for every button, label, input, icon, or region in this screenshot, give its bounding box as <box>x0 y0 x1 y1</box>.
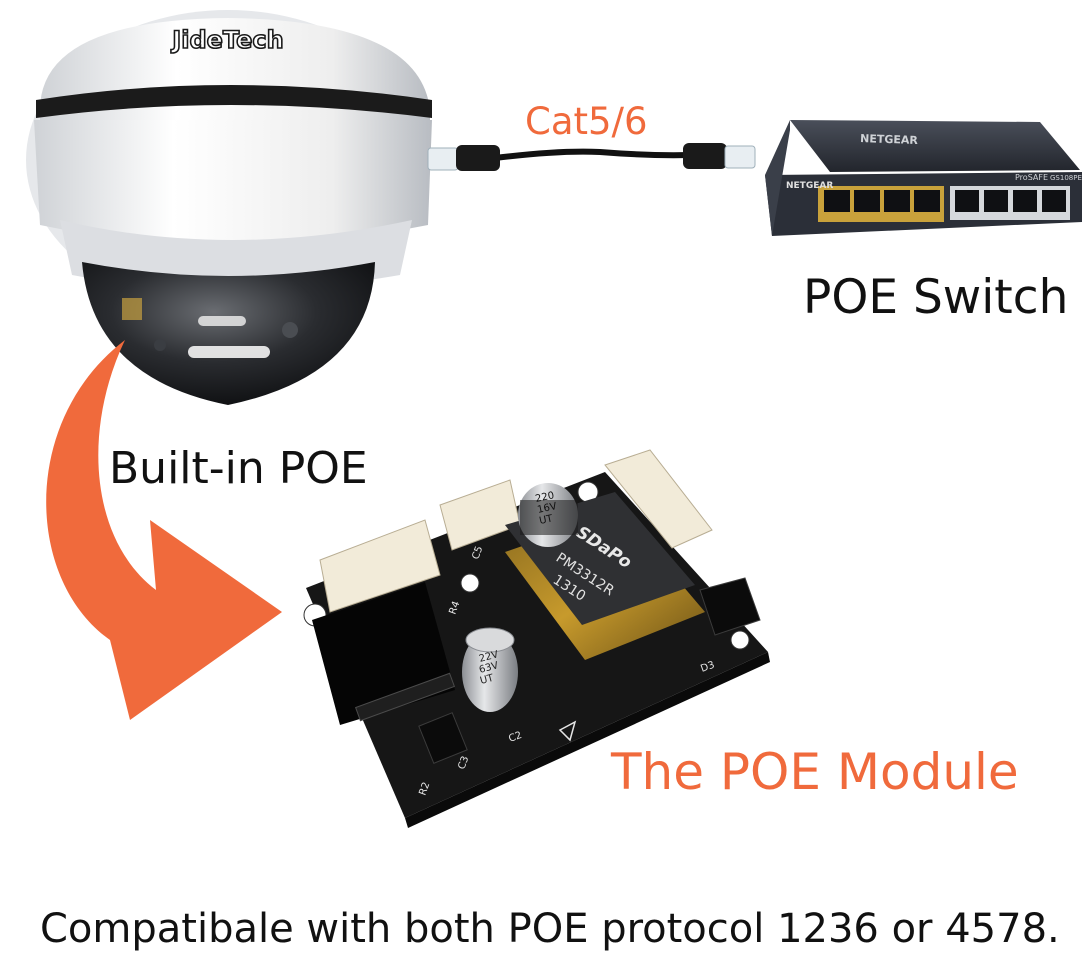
rj45-plug-left <box>427 147 459 171</box>
compatibility-caption: Compatibale with both POE protocol 1236 … <box>40 906 1060 952</box>
switch-port-4 <box>914 190 940 212</box>
cable-label: Cat5/6 <box>525 100 648 143</box>
switch-model: GS108PE <box>1050 174 1082 182</box>
camera-logo: JideTech <box>170 26 283 54</box>
silk-polarity-mark <box>558 720 577 742</box>
camera-band <box>36 85 432 118</box>
silk-c3: C3 <box>456 755 471 771</box>
capacitor-small-top <box>465 627 515 653</box>
pcb-edge <box>405 652 770 828</box>
camera-sensor <box>282 322 298 338</box>
cap-small-line1: 22V <box>478 649 500 665</box>
silk-r4: R4 <box>447 600 462 616</box>
silk-c2: C2 <box>507 730 523 745</box>
silk-r2: R2 <box>417 781 432 797</box>
switch-port-1 <box>824 190 850 212</box>
ir-led-array-upper <box>198 316 246 326</box>
connector-large <box>319 519 441 613</box>
cable-wire <box>494 148 691 161</box>
switch-series: ProSAFE <box>1015 173 1048 182</box>
camera-sensor-small <box>154 339 166 351</box>
connector-side <box>604 449 713 549</box>
builtin-poe-label: Built-in POE <box>109 443 368 494</box>
rj45-boot-left <box>456 145 500 171</box>
mount-hole-3 <box>460 573 480 593</box>
cap-large-line3: UT <box>538 513 554 527</box>
cap-large-line2: 16V <box>536 501 558 516</box>
switch-side <box>765 120 790 236</box>
switch-brand-front: NETGEAR <box>786 181 833 191</box>
switch-port-5 <box>955 190 979 212</box>
poe-module-board: SDaPo PM3312R 1310 220 16V UT 22V 63V UT… <box>303 449 770 828</box>
mount-hole-4 <box>730 630 750 650</box>
switch-port-2 <box>854 190 880 212</box>
switch-label: POE Switch <box>803 270 1069 325</box>
capacitor-small <box>462 632 518 712</box>
dome-camera: JideTech <box>26 10 432 405</box>
silk-d3: D3 <box>699 660 716 675</box>
curved-arrow <box>46 340 282 720</box>
resistor-array <box>354 672 456 722</box>
poe-module-label: The POE Module <box>611 743 1019 801</box>
camera-body <box>34 120 432 245</box>
camera-lens-dome <box>82 262 375 405</box>
switch-port-7 <box>1013 190 1037 212</box>
cap-small-line3: UT <box>479 673 496 687</box>
rj45-plug-right <box>724 145 756 169</box>
diode-block <box>418 712 468 764</box>
switch-brand-top: NETGEAR <box>860 132 919 147</box>
rj45-boot-right <box>683 143 727 169</box>
switch-port-8 <box>1042 190 1066 212</box>
cap-large-line1: 220 <box>534 490 555 505</box>
poe-switch: NETGEAR NETGEAR ProSAFE GS108PE <box>765 120 1082 236</box>
silk-c5: C5 <box>470 545 485 561</box>
ethernet-cable <box>427 143 756 171</box>
capacitor-large-sleeve <box>520 500 578 535</box>
switch-ports <box>818 186 1070 222</box>
ir-led-array-lower <box>188 346 270 358</box>
cap-small-line2: 63V <box>478 660 500 676</box>
switch-port-6 <box>984 190 1008 212</box>
camera-connector <box>122 298 142 320</box>
switch-top <box>790 120 1080 172</box>
component-d3 <box>699 577 761 636</box>
switch-port-3 <box>884 190 910 212</box>
